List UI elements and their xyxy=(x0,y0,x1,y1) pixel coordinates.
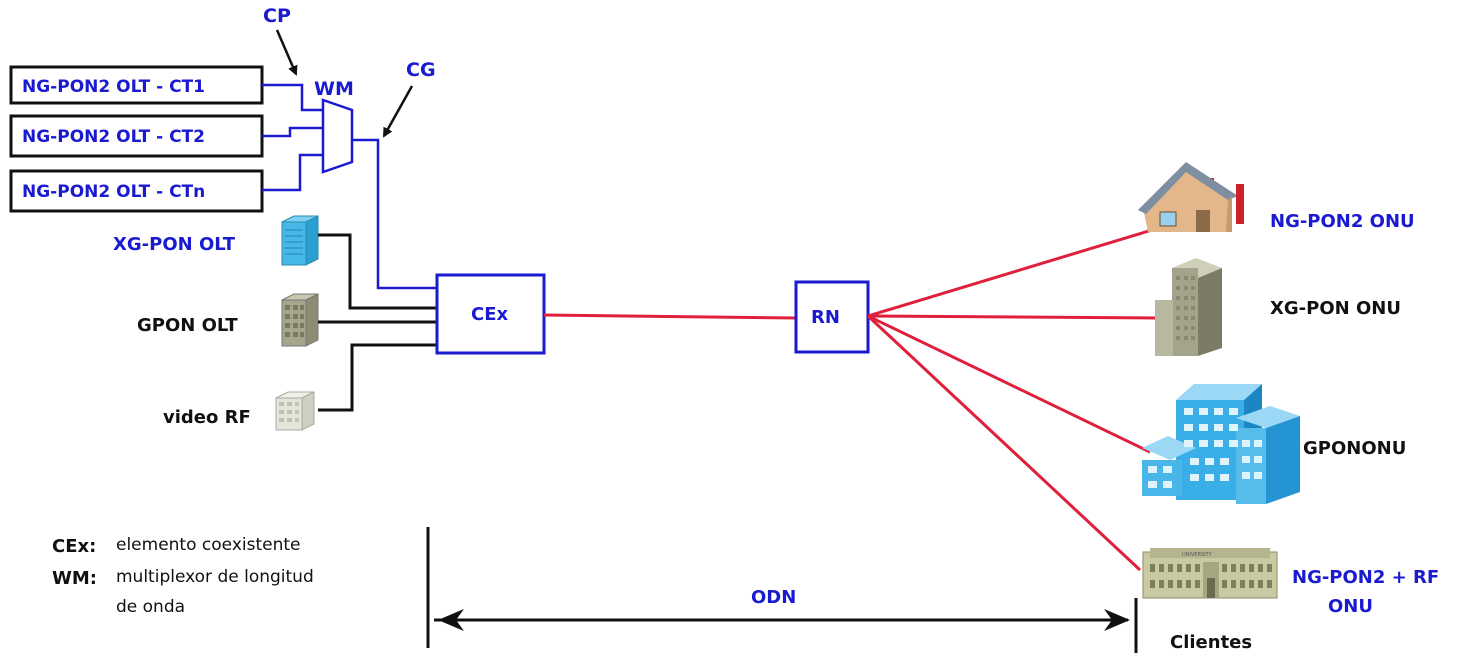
office-building-icon xyxy=(1155,258,1222,356)
olt-ct2-box: NG-PON2 OLT - CT2 xyxy=(9,114,264,158)
legend-wm-key: WM: xyxy=(52,568,97,589)
wm-label: WM xyxy=(314,78,354,100)
legend-wm-text-1: multiplexor de longitud xyxy=(116,567,314,587)
olt-ctn-box: NG-PON2 OLT - CTn xyxy=(9,169,264,213)
olt-ctn-label: NG-PON2 OLT - CTn xyxy=(22,182,205,202)
ngpon2-onu-label: NG-PON2 ONU xyxy=(1270,211,1415,232)
olt-ct1-box: NG-PON2 OLT - CT1 xyxy=(9,65,264,105)
legend-cex-key: CEx: xyxy=(52,536,96,557)
legend-wm-text-2: de onda xyxy=(116,597,185,617)
cex-label: CEx xyxy=(471,304,509,325)
gpon-olt-server-icon xyxy=(281,293,319,347)
video-rf-label: video RF xyxy=(163,407,251,428)
cex-box xyxy=(435,273,546,355)
rn-label: RN xyxy=(811,307,840,328)
olt-to-wm-links xyxy=(262,83,437,290)
legend-cex-text: elemento coexistente xyxy=(116,535,300,555)
drop-fibers xyxy=(866,228,1156,572)
rn-box xyxy=(794,280,870,354)
xgpon-onu-label: XG-PON ONU xyxy=(1270,298,1401,319)
xgpon-olt-label: XG-PON OLT xyxy=(113,234,236,255)
svg-text:UNIVERSITY: UNIVERSITY xyxy=(1182,552,1213,558)
house-icon xyxy=(1138,162,1244,232)
cg-arrow xyxy=(382,85,414,138)
feeder-fiber xyxy=(543,313,797,320)
clientes-label: Clientes xyxy=(1170,632,1252,653)
cp-arrow xyxy=(275,29,298,76)
wm-multiplexer xyxy=(321,98,354,174)
office-complex-icon xyxy=(1142,384,1300,504)
university-building-icon: UNIVERSITY xyxy=(1142,548,1278,599)
odn-label: ODN xyxy=(751,587,796,608)
olt-ct1-label: NG-PON2 OLT - CT1 xyxy=(22,77,205,97)
legend: CEx: elemento coexistente WM: multiplexo… xyxy=(52,535,314,617)
odn-arrow-left-head xyxy=(438,609,464,631)
gpon-onu-label: GPONONU xyxy=(1303,438,1406,459)
cg-label: CG xyxy=(406,59,436,81)
olt-ct2-label: NG-PON2 OLT - CT2 xyxy=(22,127,205,147)
cp-label: CP xyxy=(263,5,291,27)
legacy-olt-links xyxy=(318,233,437,412)
ngpon2-rf-onu-label-2: ONU xyxy=(1328,596,1373,617)
gpon-olt-label: GPON OLT xyxy=(137,315,238,336)
ngpon2-rf-onu-label-1: NG-PON2 + RF xyxy=(1292,567,1439,588)
xgpon-olt-server-icon xyxy=(281,215,319,266)
video-rf-server-icon xyxy=(275,391,315,431)
